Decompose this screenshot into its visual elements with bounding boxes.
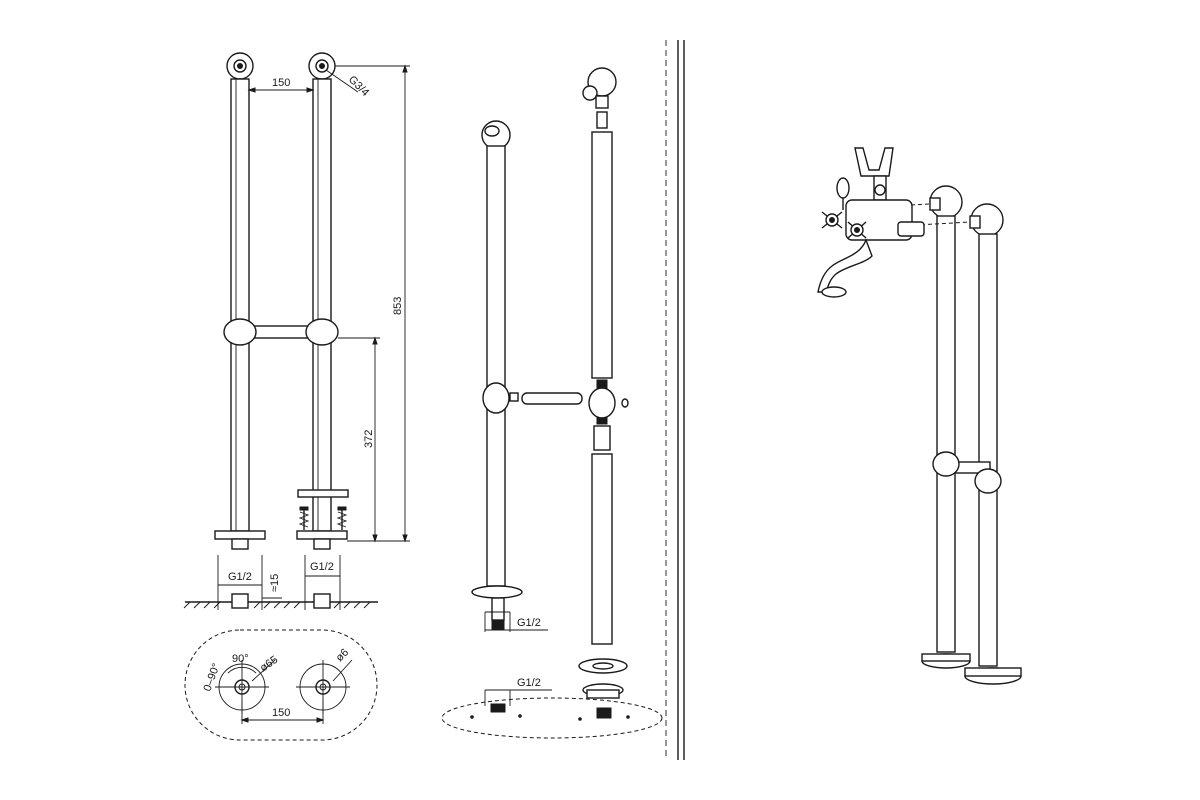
cross-handle-icon <box>821 211 843 229</box>
dim-spacing-bottom: 150 <box>272 707 290 719</box>
dim-thread-right: G1/2 <box>310 561 334 573</box>
exploded-thread-floor: G1/2 <box>517 677 541 689</box>
dim-thread-left: G1/2 <box>228 571 252 583</box>
right-leg-pipe <box>312 78 332 532</box>
right-flange <box>296 530 348 540</box>
dim-flange-dia: ø65 <box>258 654 280 675</box>
exploded-right-pipe-upper <box>591 131 613 379</box>
dim-hole-dia: ø6 <box>334 647 352 665</box>
left-leg-pipe <box>230 78 250 532</box>
exploded-thread-foot: G1/2 <box>517 617 541 629</box>
screw-icon <box>336 506 348 530</box>
dim-spacing-top: 150 <box>272 77 290 89</box>
dim-angle-range: 0–90° <box>202 662 223 693</box>
exploded-view: G1/2 G1/2 <box>441 67 663 739</box>
exploded-right-flange <box>578 658 628 674</box>
right-crossbar-joint <box>305 318 339 346</box>
exploded-right-joint <box>588 387 616 419</box>
bath-mixer <box>817 147 925 298</box>
exploded-left-flange <box>471 585 523 599</box>
plan-view: 0–90° 90° ø65 ø6 150 <box>184 629 378 741</box>
front-view: 150 G3/4 853 372 G1/2 ≈15 G1/2 <box>183 52 410 610</box>
exploded-left-joint <box>482 382 510 414</box>
spout <box>817 238 873 293</box>
left-flange <box>214 530 266 540</box>
plan-outline <box>184 629 378 741</box>
exploded-left-pipe <box>486 145 506 587</box>
dim-angle: 90° <box>232 653 249 665</box>
exploded-floor-outline <box>441 697 663 739</box>
exploded-crossbar <box>521 392 583 405</box>
flange-cover <box>297 489 349 498</box>
cross-handle-icon <box>847 221 867 239</box>
dim-total-height: 853 <box>392 297 404 315</box>
assembly-right-pipe <box>978 233 998 667</box>
dim-lower-height: 372 <box>363 430 375 448</box>
assembly-left-pipe <box>936 215 956 653</box>
left-crossbar-joint <box>223 318 257 346</box>
screw-icon <box>298 506 310 530</box>
shower-cradle <box>854 147 894 177</box>
exploded-right-pipe-lower <box>591 453 613 645</box>
assembly-view <box>817 147 1022 685</box>
crossbar <box>248 325 314 339</box>
dim-gap: ≈15 <box>269 574 281 592</box>
